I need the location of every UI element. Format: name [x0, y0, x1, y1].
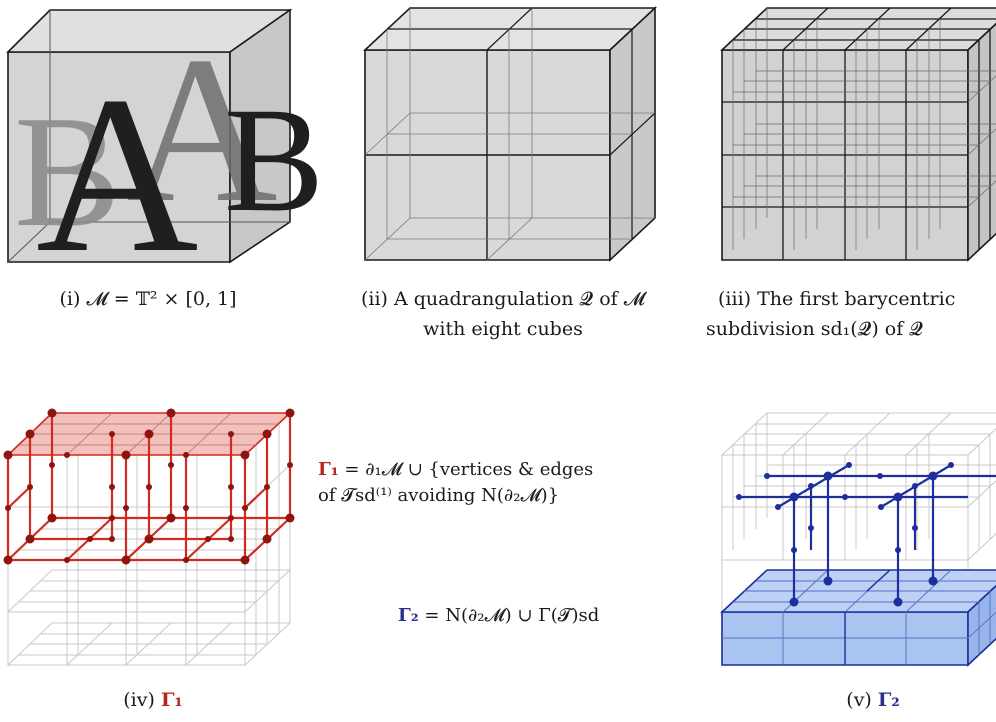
caption-iv-prefix: (iv)	[123, 689, 161, 711]
gamma2-rest-text: = N(∂₂𝓜) ∪ Γ(𝓣)sd	[418, 605, 600, 626]
letter-a-back: A	[126, 14, 278, 246]
panel-iii-cube	[719, 7, 996, 262]
caption-ii-line1: (ii) A quadrangulation 𝓠 of 𝓜	[360, 288, 646, 310]
caption-iii-line2: subdivision sd₁(𝓠) of 𝓠	[706, 318, 923, 340]
gamma1-line1-text: = ∂₁𝓜 ∪ {vertices & edges	[338, 459, 594, 480]
letter-b-right: B	[224, 77, 324, 243]
letter-a-front: A	[36, 49, 199, 299]
caption-iv: (iv) Γ₁	[88, 685, 218, 715]
caption-v-symbol: Γ₂	[877, 689, 900, 711]
panel-v-figure	[719, 412, 996, 667]
gamma2-equation: Γ₂ = N(∂₂𝓜) ∪ Γ(𝓣)sd	[398, 603, 599, 629]
letter-b-left: B	[14, 82, 121, 260]
caption-ii: (ii) A quadrangulation 𝓠 of 𝓜 with eight…	[318, 284, 688, 344]
caption-iii: (iii) The first barycentric subdivision …	[706, 284, 996, 344]
caption-i-text: (i) 𝓜 = 𝕋² × [0, 1]	[59, 288, 237, 310]
caption-v-prefix: (v)	[846, 689, 878, 711]
panel-ii-cube	[362, 6, 658, 262]
caption-v: (v) Γ₂	[818, 685, 928, 715]
caption-i: (i) 𝓜 = 𝕋² × [0, 1]	[28, 284, 268, 314]
caption-iv-symbol: Γ₁	[160, 689, 183, 711]
panel-i-cube: B A A B	[6, 8, 324, 299]
gamma1-line2-text: of 𝓣sd⁽¹⁾ avoiding N(∂₂𝓜)}	[318, 485, 560, 506]
gamma2-symbol: Γ₂	[398, 605, 419, 626]
gamma1-symbol: Γ₁	[318, 459, 339, 480]
caption-iii-line1: (iii) The first barycentric	[718, 288, 956, 310]
gamma1-equation-line1: Γ₁ = ∂₁𝓜 ∪ {vertices & edges	[318, 457, 593, 483]
caption-ii-line2: with eight cubes	[423, 318, 583, 340]
gamma1-equation: Γ₁ = ∂₁𝓜 ∪ {vertices & edges of 𝓣sd⁽¹⁾ a…	[318, 457, 593, 509]
panel-iv-figure	[3, 408, 295, 666]
